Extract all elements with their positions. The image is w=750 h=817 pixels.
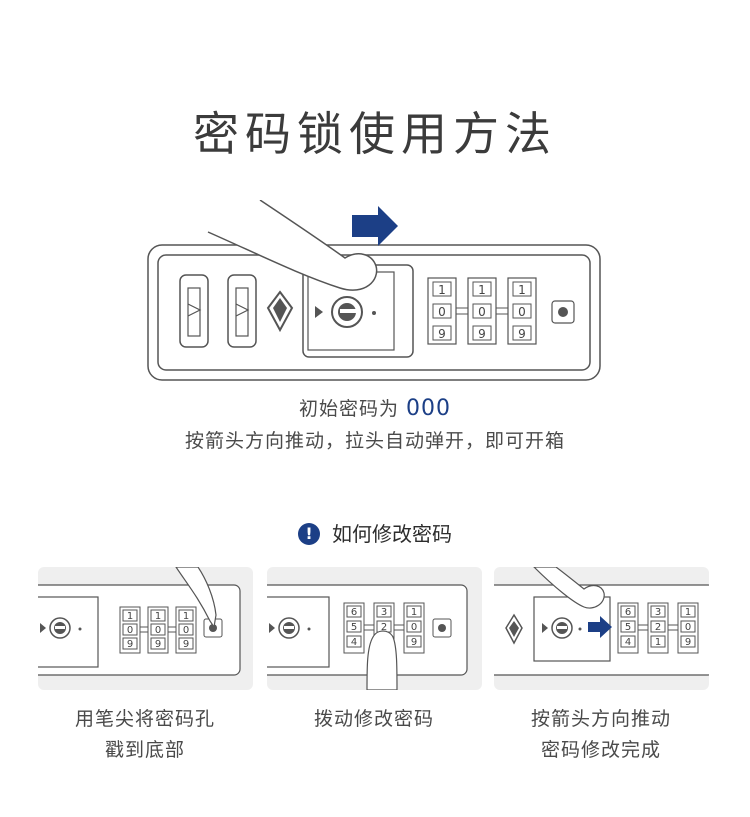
s1-w2-bot: 9 [155,639,161,650]
push-direction-arrow-icon [588,616,612,638]
s1-w2-mid: 0 [155,625,161,636]
step-3-panel: 6 5 4 3 2 1 1 0 9 [494,567,709,690]
exclamation-icon: ! [298,522,320,545]
s1-w1-top: 1 [127,611,133,622]
push-direction-arrow-icon [352,206,398,246]
wheel-1-mid: 0 [438,305,446,319]
step-3-caption: 按箭头方向推动 密码修改完成 [481,704,721,766]
s1-w3-mid: 0 [183,625,189,636]
s2-w3-bot: 9 [411,637,417,648]
step-2-panel: 654 321 109 [267,567,482,690]
wheel-2-bot: 9 [478,327,486,341]
wheel-3-mid: 0 [518,305,526,319]
zipper-slot-left [179,274,209,348]
small-arrow-icon [315,306,323,318]
keyhole-icon [331,296,363,328]
s1-w1-bot: 9 [127,639,133,650]
s3-w3-mid: 0 [685,622,691,633]
s1-w1-mid: 0 [127,625,133,636]
finger-illustration [366,630,398,690]
step-1-caption: 用笔尖将密码孔 戳到底部 [25,704,265,766]
s3-w3-top: 1 [685,607,691,618]
wheel-3-top: 1 [518,283,526,297]
how-to-change-heading: ! 如何修改密码 [0,518,750,547]
pen-tip-illustration [175,567,217,629]
step-1-caption-text: 用笔尖将密码孔 戳到底部 [74,708,215,761]
page-title: 密码锁使用方法 [193,107,557,161]
s2-w2-mid: 2 [381,622,387,633]
s3-w3-bot: 9 [685,637,691,648]
s3-w1-top: 6 [625,607,631,618]
open-instruction: 按箭头方向推动，拉头自动弹开，即可开箱 [184,430,565,452]
step-2-caption-text: 拨动修改密码 [313,708,434,730]
wheel-2-top: 1 [478,283,486,297]
step-3-caption-text: 按箭头方向推动 密码修改完成 [530,708,671,761]
step-1-panel: 1 0 9 1 0 9 1 0 9 [38,567,253,690]
finger-illustration [207,200,378,291]
initial-password-code: 000 [406,396,452,421]
finger-illustration [533,567,605,609]
s3-w1-mid: 5 [625,622,631,633]
s1-w2-top: 1 [155,611,161,622]
s2-w3-mid: 0 [411,622,417,633]
s3-w2-mid: 2 [655,622,661,633]
s1-w3-top: 1 [183,611,189,622]
s2-w1-bot: 4 [351,637,357,648]
s2-w3-top: 1 [411,607,417,618]
s3-w2-bot: 1 [655,637,661,648]
combination-wheels: 1 0 9 1 0 9 1 0 9 [427,277,537,345]
s3-w1-bot: 4 [625,637,631,648]
wheel-2-mid: 0 [478,305,486,319]
brand-diamond-icon [266,290,294,333]
wheel-1-top: 1 [438,283,446,297]
s1-w3-bot: 9 [183,639,189,650]
wheel-3-bot: 9 [518,327,526,341]
initial-password-label: 初始密码为 [298,398,399,420]
reset-hole-button [551,300,575,324]
initial-password-line: 初始密码为 000 [0,394,750,421]
how-to-change-title: 如何修改密码 [332,522,452,546]
s2-w1-mid: 5 [351,622,357,633]
s2-w1-top: 6 [351,607,357,618]
wheel-1-bot: 9 [438,327,446,341]
main-lock-illustration: 1 0 9 1 0 9 1 0 9 [147,200,601,381]
s3-w2-top: 3 [655,607,661,618]
zipper-slot-right [227,274,257,348]
s2-w2-top: 3 [381,607,387,618]
step-2-caption: 拨动修改密码 [254,704,494,735]
